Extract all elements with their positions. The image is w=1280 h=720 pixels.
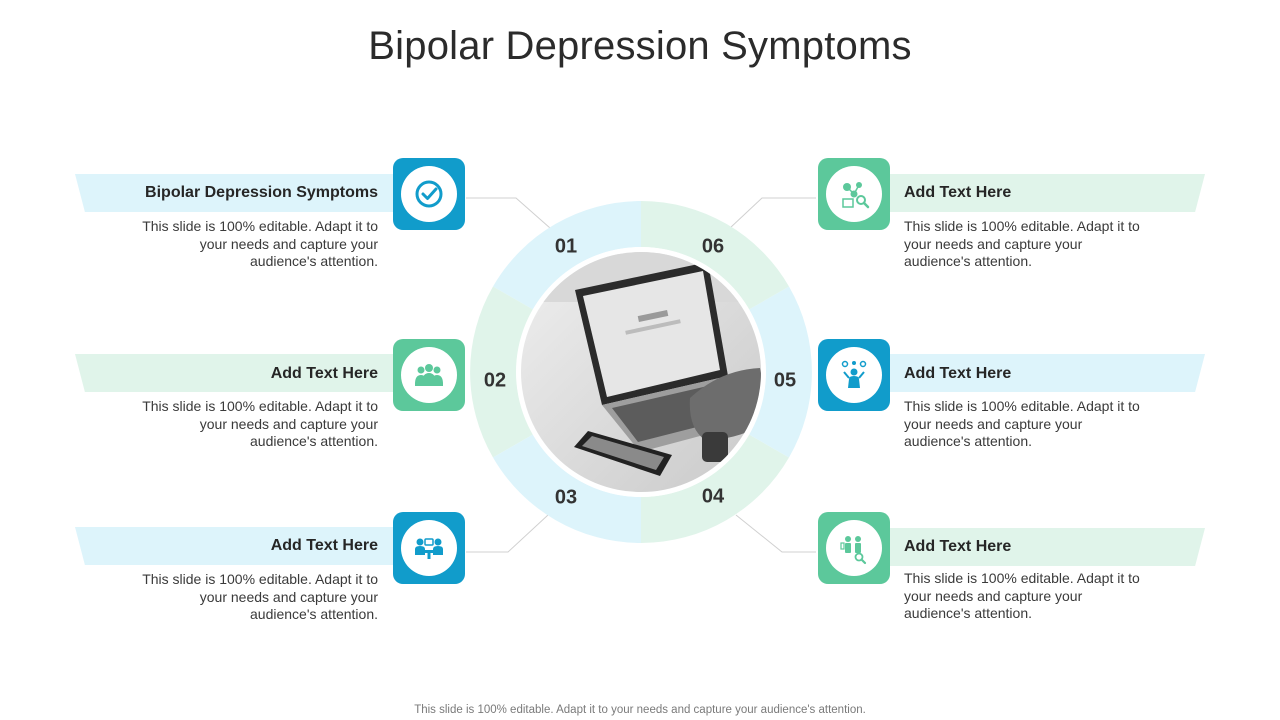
- item-body-03: This slide is 100% editable. Adapt it to…: [142, 571, 378, 622]
- ring-segment-04: [641, 434, 789, 543]
- item-body-01: This slide is 100% editable. Adapt it to…: [142, 218, 378, 269]
- heading-band-06: [875, 174, 1205, 212]
- item-heading-04: Add Text Here: [904, 538, 1012, 555]
- heading-band-02: [75, 354, 405, 392]
- step-number-05: 05: [773, 369, 797, 392]
- icon-tile-05: [818, 339, 890, 411]
- icon-tile-06: [818, 158, 890, 230]
- step-number-03: 03: [554, 486, 578, 509]
- person-ideas-icon: [841, 360, 867, 388]
- team-icon: [415, 364, 443, 386]
- ring-segment-06: [641, 201, 789, 310]
- item-heading-01: Bipolar Depression Symptoms: [145, 184, 378, 201]
- item-heading-06: Add Text Here: [904, 184, 1012, 201]
- check-circle-icon: [415, 180, 443, 208]
- people-search-icon: [840, 536, 867, 565]
- slide-title: Bipolar Depression Symptoms: [368, 24, 912, 68]
- icon-tile-03: [393, 512, 465, 584]
- heading-band-04: [875, 528, 1205, 566]
- step-number-01: 01: [554, 235, 578, 258]
- item-body-04: This slide is 100% editable. Adapt it to…: [904, 570, 1140, 621]
- step-number-02: 02: [483, 369, 507, 392]
- icon-tile-04: [818, 512, 890, 584]
- ring-segment-01: [493, 201, 641, 310]
- ring-segment-02: [470, 286, 533, 458]
- ring-segment-03: [493, 434, 641, 543]
- item-heading-02: Add Text Here: [270, 365, 378, 382]
- heading-band-03: [75, 527, 405, 565]
- item-body-06: This slide is 100% editable. Adapt it to…: [904, 218, 1140, 269]
- icon-tile-01: [393, 158, 465, 230]
- heading-band-05: [875, 354, 1205, 392]
- item-heading-05: Add Text Here: [904, 365, 1012, 382]
- item-body-05: This slide is 100% editable. Adapt it to…: [904, 398, 1140, 449]
- heading-band-01: [75, 174, 405, 212]
- laptop-photo: [521, 252, 761, 492]
- ring-segment-05: [749, 286, 812, 458]
- item-body-02: This slide is 100% editable. Adapt it to…: [142, 398, 378, 449]
- icon-tile-02: [393, 339, 465, 411]
- step-number-06: 06: [701, 235, 725, 258]
- footer-note: This slide is 100% editable. Adapt it to…: [414, 704, 866, 716]
- item-heading-03: Add Text Here: [270, 537, 378, 554]
- step-number-04: 04: [701, 485, 725, 508]
- meeting-icon: [415, 538, 443, 559]
- network-search-icon: [842, 182, 870, 209]
